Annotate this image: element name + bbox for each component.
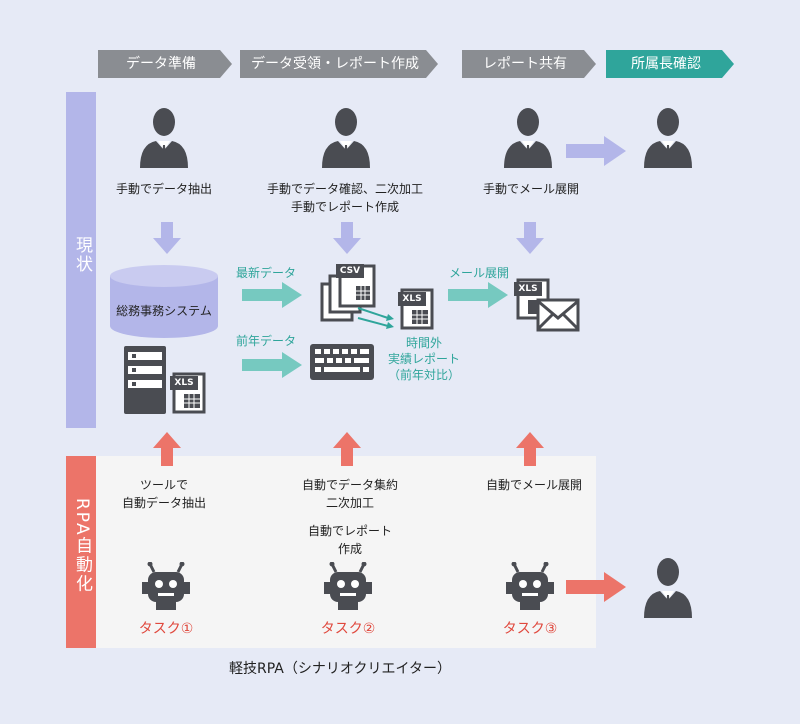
report-title-line2: 実績レポート (387, 352, 460, 366)
person-icon-manager (640, 104, 696, 168)
current-row-label: 現状 (72, 236, 92, 274)
mail-deploy-label: メール展開 (448, 266, 509, 280)
teal-arrow-latest (242, 282, 302, 308)
rpa-task3-line1: 自動でメール展開 (485, 478, 582, 492)
manual-check-text: 手動でデータ確認、二次加工 (266, 182, 423, 196)
rpa-task2b-line2: 作成 (337, 542, 362, 556)
robot-icon-2 (324, 562, 372, 610)
person-icon-1 (136, 104, 192, 168)
stage-data-prep: データ準備 (98, 50, 232, 78)
robot-icon-3 (506, 562, 554, 610)
teal-arrow-prev (242, 352, 302, 378)
red-arrow-up-2 (333, 432, 361, 466)
task1-label: タスク① (138, 621, 194, 637)
manual-extract-text: 手動でデータ抽出 (115, 182, 212, 196)
server-icon (124, 346, 166, 414)
envelope-icon (536, 298, 580, 332)
rpa-row-band (66, 456, 96, 648)
xls-server-icon (170, 372, 206, 414)
task3-label: タスク③ (502, 621, 558, 637)
lavender-arrow-down-1 (153, 222, 181, 254)
person-icon-manager-rpa (640, 554, 696, 618)
manual-mail-text: 手動でメール展開 (482, 182, 579, 196)
xls-report-tag: XLS (402, 294, 422, 304)
current-row-band (66, 92, 96, 428)
teal-arrow-mail (448, 282, 508, 308)
rpa-task1-line1: ツールで (139, 478, 188, 492)
prev-data-label: 前年データ (236, 334, 297, 348)
footer-caption: 軽技RPA（シナリオクリエイター） (228, 661, 451, 677)
lavender-arrow-down-3 (516, 222, 544, 254)
xls-server-tag: XLS (174, 378, 194, 388)
red-arrow-up-1 (153, 432, 181, 466)
lavender-arrow-right (566, 136, 626, 166)
stage-report-share: レポート共有 (462, 50, 596, 78)
rpa-task2-line2: 二次加工 (325, 496, 374, 510)
system-label: 総務事務システム (116, 304, 212, 318)
robot-icon-1 (142, 562, 190, 610)
rpa-task1-line2: 自動データ抽出 (121, 496, 206, 510)
rpa-area (96, 456, 596, 648)
report-title-line3: （前年対比） (387, 368, 460, 382)
keyboard-icon (310, 344, 374, 380)
task2-label: タスク② (320, 621, 376, 637)
database-icon (110, 265, 218, 338)
rpa-task2-line1: 自動でデータ集約 (301, 478, 398, 492)
xls-mail-tag: XLS (518, 284, 538, 294)
person-icon-3 (500, 104, 556, 168)
rpa-row-label: RPA自動化 (72, 498, 92, 594)
manual-report-text: 手動でレポート作成 (290, 200, 399, 214)
person-icon-2 (318, 104, 374, 168)
stage-manager-confirm: 所属長確認 (606, 50, 734, 78)
red-arrow-up-3 (516, 432, 544, 466)
teal-small-arrows (357, 307, 394, 329)
stage-data-receive-report: データ受領・レポート作成 (240, 50, 438, 78)
lavender-arrow-down-2 (333, 222, 361, 254)
latest-data-label: 最新データ (236, 266, 297, 280)
xls-report-icon (398, 288, 434, 330)
red-arrow-right (566, 572, 626, 602)
rpa-task2b-line1: 自動でレポート (307, 524, 392, 538)
csv-tag: CSV (339, 266, 361, 276)
report-title-line1: 時間外 (405, 336, 442, 350)
csv-files-icon (320, 264, 376, 322)
